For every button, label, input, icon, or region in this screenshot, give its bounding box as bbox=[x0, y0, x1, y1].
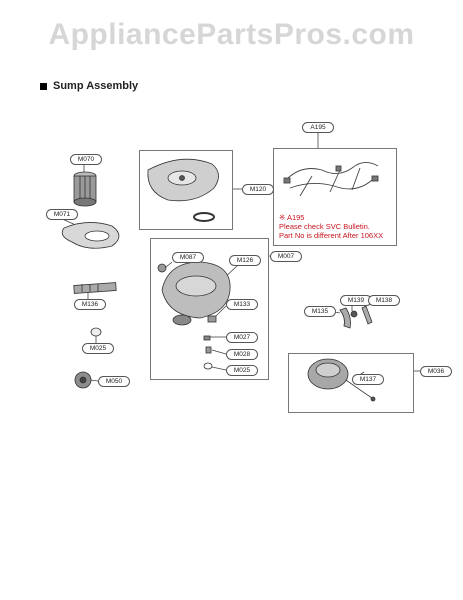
service-note-line3: Part No is different After 106XX bbox=[279, 231, 384, 240]
callout-m133: M133 bbox=[226, 299, 258, 310]
section-title-text: Sump Assembly bbox=[53, 80, 139, 92]
a195-group-box bbox=[273, 148, 397, 246]
callout-m126: M126 bbox=[229, 255, 261, 266]
callout-m120: M120 bbox=[242, 184, 274, 195]
leader-m028 bbox=[211, 349, 227, 355]
callout-m025-left: M025 bbox=[82, 343, 114, 354]
service-note-line1: ※ A195 bbox=[279, 213, 305, 222]
callout-m050: M050 bbox=[98, 376, 130, 387]
callout-m025-center: M025 bbox=[226, 365, 258, 376]
spray-arm-shaft-part bbox=[73, 282, 117, 294]
filter-cylinder-part bbox=[73, 171, 97, 207]
callout-m027: M027 bbox=[226, 332, 258, 343]
m007-group-box bbox=[150, 238, 269, 380]
callout-m036: M036 bbox=[420, 366, 452, 377]
watermark: AppliancePartsPros.com bbox=[48, 18, 415, 51]
wire-harness-part bbox=[283, 162, 379, 197]
callout-m070: M070 bbox=[70, 154, 102, 165]
callout-m137: M137 bbox=[352, 374, 384, 385]
callout-m087: M087 bbox=[172, 252, 204, 263]
impeller-part bbox=[74, 371, 92, 389]
m030-group-box bbox=[288, 353, 414, 413]
drain-pump-motor-part bbox=[307, 358, 376, 402]
callout-m007: M007 bbox=[270, 251, 302, 262]
bracket-part bbox=[339, 305, 373, 329]
m120-group-box bbox=[139, 150, 233, 230]
service-note-line2: Please check SVC Bulletin. bbox=[279, 222, 370, 231]
section-title: Sump Assembly bbox=[40, 80, 138, 92]
callout-m071: M071 bbox=[46, 209, 78, 220]
mesh-filter-part bbox=[61, 222, 120, 249]
callout-m135: M135 bbox=[304, 306, 336, 317]
sump-body-part bbox=[157, 261, 231, 370]
callout-a195: A195 bbox=[302, 122, 334, 133]
callout-m136-left: M136 bbox=[74, 299, 106, 310]
callout-m028: M028 bbox=[226, 349, 258, 360]
sump-cover-plate-part bbox=[147, 158, 219, 222]
clip-part bbox=[90, 327, 102, 337]
leader-m025-center bbox=[211, 366, 227, 371]
callout-m138: M138 bbox=[368, 295, 400, 306]
service-note: ※ A195 Please check SVC Bulletin. Part N… bbox=[279, 213, 383, 240]
section-bullet-icon bbox=[40, 82, 47, 90]
